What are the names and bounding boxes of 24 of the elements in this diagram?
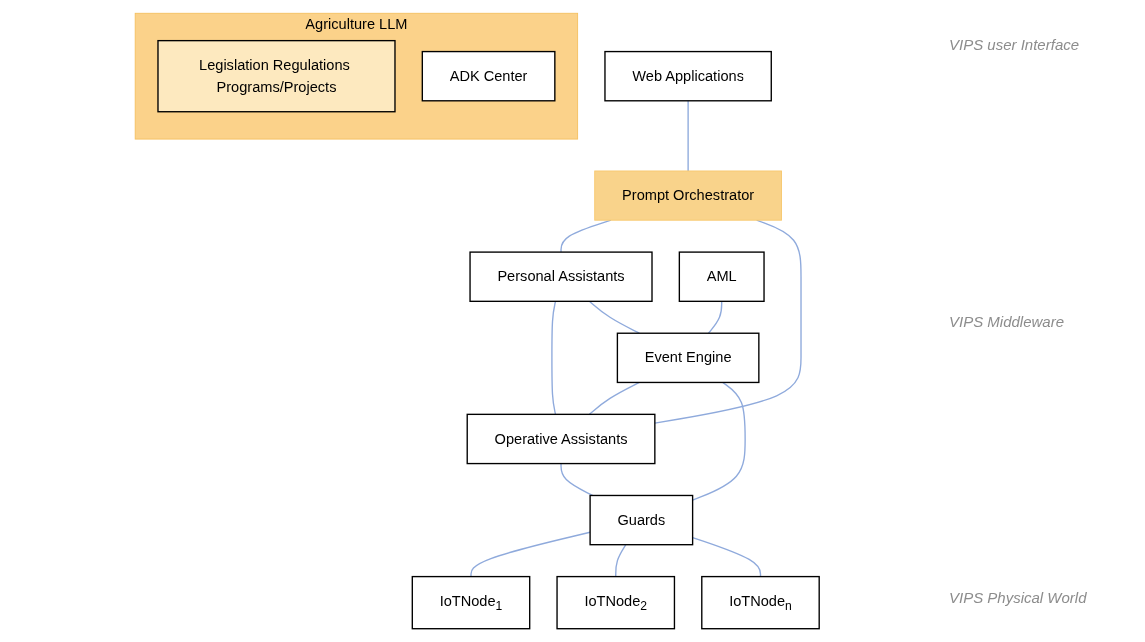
node-box: Personal Assistants: [469, 251, 653, 302]
layer-label: VIPS user Interface: [949, 36, 1081, 53]
node-box: Legislation Regulations Programs/Projects: [157, 39, 396, 113]
node-box: Prompt Orchestrator: [594, 170, 783, 221]
connector: [560, 462, 594, 497]
node-box: IoTNode$_{2}$: [556, 575, 676, 630]
node-box: IoTNode$_{1}$: [411, 575, 531, 630]
connector: [589, 381, 641, 416]
connector: [687, 100, 690, 172]
node-box: ADK Center: [421, 50, 556, 102]
node-box: AML: [678, 251, 765, 302]
connector: [692, 381, 747, 501]
layer-label: VIPS Physical World: [949, 589, 1088, 606]
connector: [551, 300, 557, 416]
node-box: IoTNode$_{n}$: [701, 575, 821, 630]
connector: [708, 300, 723, 334]
node-box: Web Applications: [604, 50, 773, 102]
node-box: Guards: [589, 494, 694, 546]
connector: [615, 544, 627, 578]
layer-label: VIPS Middleware: [949, 312, 1066, 330]
node-box: Event Engine: [617, 332, 760, 384]
node-box: Operative Assistants: [466, 413, 656, 465]
connector: [692, 536, 762, 578]
connector: [589, 300, 641, 334]
